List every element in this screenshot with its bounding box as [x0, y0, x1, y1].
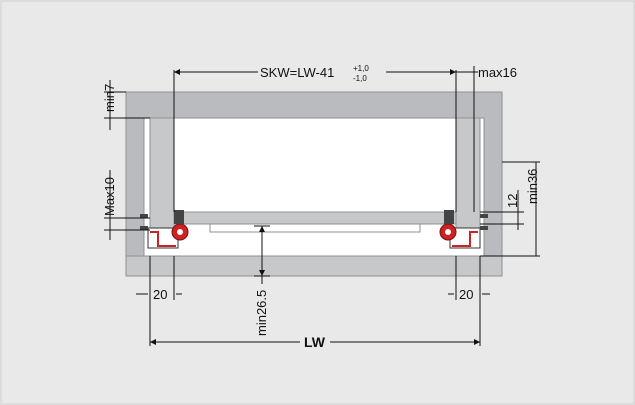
right-20-label: 20	[459, 287, 473, 302]
twelve-label: 12	[505, 194, 520, 208]
right-runner-icon	[439, 210, 481, 249]
max16-label: max16	[478, 65, 517, 80]
dimension-arrows	[150, 69, 480, 345]
max10-label: Max10	[102, 177, 117, 216]
min26-5-label: min26.5	[254, 290, 269, 336]
cabinet-interior	[143, 117, 485, 257]
cabinet-bottom-panel	[125, 255, 503, 277]
left-20-label: 20	[153, 287, 167, 302]
drawer-bottom-rail	[209, 223, 421, 233]
skw-dimension-label: SKW=LW-41	[260, 65, 334, 80]
skw-lower-tolerance: -1,0	[353, 74, 367, 83]
min36-label: min36	[525, 169, 540, 204]
right-drawer-side	[455, 117, 481, 249]
screw-icon	[140, 214, 488, 230]
drawer-bottom	[173, 211, 457, 225]
lw-label: LW	[304, 334, 326, 350]
skw-upper-tolerance: +1,0	[353, 64, 369, 73]
dimension-lines	[104, 66, 540, 346]
cabinet	[125, 91, 503, 277]
min7-label: min7	[102, 84, 117, 112]
left-runner-icon	[147, 210, 189, 249]
